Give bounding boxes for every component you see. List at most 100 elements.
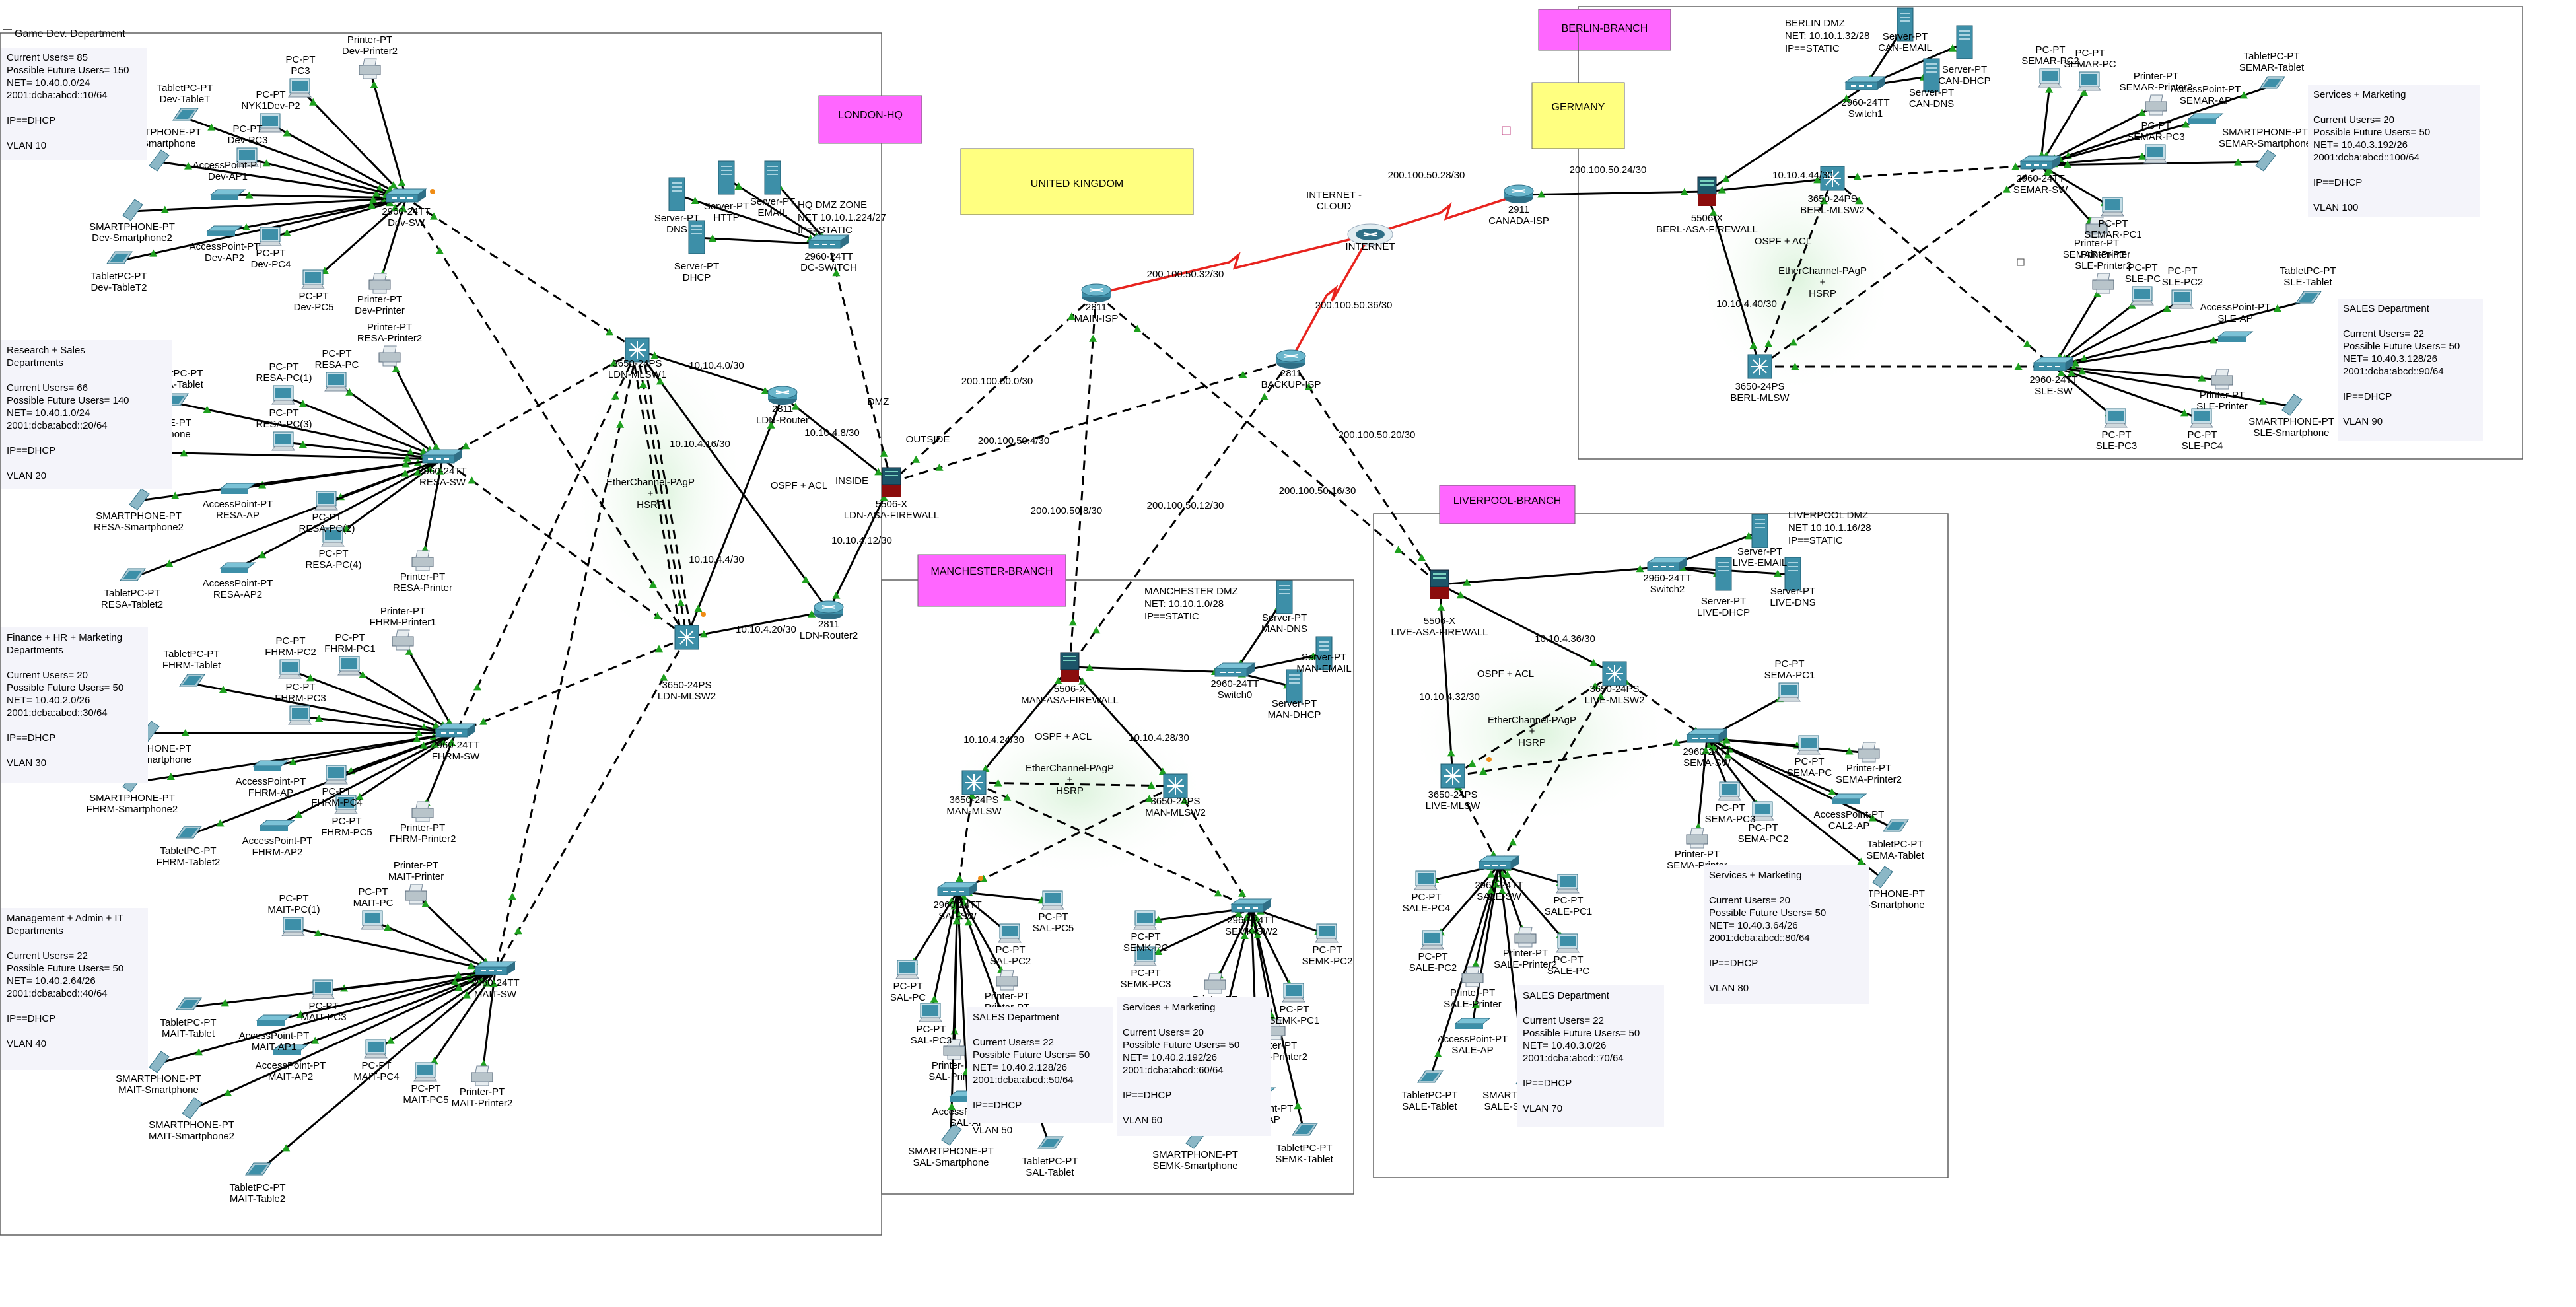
live-dns-server-icon[interactable] (1784, 557, 1801, 591)
live-mlsw2-mlsw-icon[interactable] (1602, 661, 1627, 686)
resa-printer2-printer-icon[interactable] (378, 345, 401, 367)
dev-printer-printer-icon[interactable] (368, 273, 391, 294)
sal-smartphone-phone-icon[interactable] (941, 1123, 962, 1146)
pc3-pc-icon[interactable] (288, 78, 312, 98)
dev-ap1-ap-icon[interactable] (209, 189, 246, 200)
berl-fw-firewall-icon[interactable] (1697, 176, 1717, 206)
sale-tablet-tablet-icon[interactable] (1417, 1070, 1444, 1083)
fhrm-ap2-ap-icon[interactable] (259, 820, 296, 831)
sale-pc1-pc-icon[interactable] (1556, 874, 1580, 894)
fhrm-ap-ap-icon[interactable] (252, 760, 289, 771)
fhrm-pc3-pc-icon[interactable] (288, 705, 312, 725)
man-mlsw1-mlsw-icon[interactable] (961, 770, 987, 795)
main-isp-router-icon[interactable] (1081, 283, 1111, 302)
fhrm-pc4-pc-icon[interactable] (324, 765, 348, 785)
sema-pc1-pc-icon[interactable] (1777, 682, 1801, 702)
resa-pc-3-pc-icon[interactable] (271, 431, 295, 451)
semk-pc3-pc-icon[interactable] (1133, 946, 1157, 966)
fhrm-pc1-pc-icon[interactable] (337, 656, 361, 676)
fhrm-printer2-printer-icon[interactable] (411, 801, 434, 822)
semk-printer-printer-icon[interactable] (1204, 973, 1226, 994)
sale-pc4-pc-icon[interactable] (1414, 870, 1438, 890)
sema-tablet-tablet-icon[interactable] (1883, 819, 1909, 832)
mait-table2-tablet-icon[interactable] (245, 1162, 271, 1176)
mait-pc5-pc-icon[interactable] (413, 1062, 437, 1082)
sema-pc-pc-icon[interactable] (1797, 735, 1821, 755)
fhrm-tablet2-tablet-icon[interactable] (176, 826, 202, 839)
sale-sw-switch-icon[interactable] (1478, 855, 1520, 870)
sale-printer2-printer-icon[interactable] (1514, 927, 1537, 948)
sal-pc3-pc-icon[interactable] (919, 1003, 942, 1022)
dev-pc5-pc-icon[interactable] (301, 269, 325, 289)
semar-smartphone-phone-icon[interactable] (2255, 149, 2276, 172)
ldn-fw-firewall-icon[interactable] (882, 467, 901, 497)
mait-pc3-pc-icon[interactable] (311, 979, 335, 999)
man-email-server-icon[interactable] (1315, 636, 1333, 670)
sale-ap-ap-icon[interactable] (1454, 1018, 1491, 1029)
mait-ap2-ap-icon[interactable] (272, 1044, 309, 1055)
berl-mlsw1-mlsw-icon[interactable] (1747, 354, 1772, 379)
mait-pc-pc-icon[interactable] (361, 910, 384, 930)
live-dhcp-server-icon[interactable] (1715, 557, 1732, 591)
resa-ap-ap-icon[interactable] (219, 483, 256, 494)
fhrm-printer1-printer-icon[interactable] (392, 629, 414, 651)
man-fw-firewall-icon[interactable] (1060, 652, 1080, 682)
mait-pc4-pc-icon[interactable] (364, 1039, 388, 1059)
semk-pc2-pc-icon[interactable] (1315, 923, 1339, 943)
resa-tablet2-tablet-icon[interactable] (120, 568, 146, 581)
area-tag-united-kingdom[interactable] (960, 148, 1194, 215)
dev-pc3-pc-icon[interactable] (235, 147, 259, 167)
area-tag-germany[interactable] (1531, 82, 1625, 149)
man-dmz-sw-switch-icon[interactable] (1214, 662, 1256, 677)
mait-printer2-printer-icon[interactable] (471, 1065, 493, 1086)
hq-http-server-icon[interactable] (718, 160, 735, 195)
live-dmz-sw-switch-icon[interactable] (1646, 557, 1688, 571)
hq-dns-server-icon[interactable] (668, 177, 685, 211)
sle-pc-pc-icon[interactable] (2130, 286, 2154, 306)
live-mlsw1-mlsw-icon[interactable] (1440, 763, 1465, 789)
sale-pc2-pc-icon[interactable] (1420, 930, 1444, 950)
area-tag-liverpool-branch[interactable] (1439, 485, 1576, 524)
sema-pc2-pc-icon[interactable] (1751, 801, 1774, 821)
semar-pc1-pc-icon[interactable] (2101, 197, 2124, 217)
dev-smartphone2-phone-icon[interactable] (122, 199, 143, 221)
dev-tablet2-tablet-icon[interactable] (106, 251, 133, 264)
semk-pc-pc-icon[interactable] (1133, 910, 1157, 930)
can-dhcp-server-icon[interactable] (1956, 25, 1973, 59)
semar-pc-pc-icon[interactable] (2077, 71, 2101, 91)
semar-printer-printer-icon[interactable] (2085, 217, 2108, 238)
man-dns-server-icon[interactable] (1276, 580, 1293, 614)
resa-smartphone2-phone-icon[interactable] (129, 488, 150, 511)
sal-pc-pc-icon[interactable] (895, 960, 919, 979)
nyk1dev-p2-pc-icon[interactable] (258, 113, 282, 133)
ldn-mlsw1-mlsw-icon[interactable] (625, 337, 650, 363)
sale-printer-printer-icon[interactable] (1461, 966, 1484, 987)
dev-smartphone-phone-icon[interactable] (149, 149, 170, 172)
mait-pc-1-pc-icon[interactable] (281, 917, 305, 936)
semar-pc2-pc-icon[interactable] (2038, 68, 2062, 88)
sal-pc2-pc-icon[interactable] (998, 923, 1022, 943)
semk-tablet-tablet-icon[interactable] (1292, 1123, 1318, 1136)
dev-pc4-pc-icon[interactable] (258, 227, 282, 246)
internet-cloud-icon[interactable] (1347, 223, 1393, 246)
live-fw-firewall-icon[interactable] (1430, 569, 1449, 599)
sema-printer-printer-icon[interactable] (1686, 828, 1708, 849)
resa-sw-switch-icon[interactable] (421, 449, 464, 464)
sle-printer-printer-icon[interactable] (2211, 369, 2233, 390)
area-tag-london-hq[interactable] (818, 95, 922, 144)
fhrm-sw-switch-icon[interactable] (435, 723, 477, 738)
live-email-server-icon[interactable] (1751, 514, 1768, 548)
printer-pt-printer-icon[interactable] (996, 970, 1018, 991)
sal-printer-printer-icon[interactable] (943, 1039, 965, 1060)
semk-sw-switch-icon[interactable] (1230, 898, 1272, 913)
berl-dmz-sw-switch-icon[interactable] (1844, 76, 1887, 90)
sal-tablet-tablet-icon[interactable] (1037, 1136, 1064, 1149)
sle-pc3-pc-icon[interactable] (2104, 408, 2128, 428)
berl-mlsw2-mlsw-icon[interactable] (1820, 166, 1845, 191)
area-tag-manchester-branch[interactable] (917, 554, 1066, 607)
sle-sw-switch-icon[interactable] (2033, 357, 2075, 371)
sle-tablet-tablet-icon[interactable] (2295, 291, 2322, 304)
dc-sw-switch-icon[interactable] (808, 234, 850, 249)
sle-pc4-pc-icon[interactable] (2190, 408, 2213, 428)
can-dns-server-icon[interactable] (1923, 58, 1940, 92)
